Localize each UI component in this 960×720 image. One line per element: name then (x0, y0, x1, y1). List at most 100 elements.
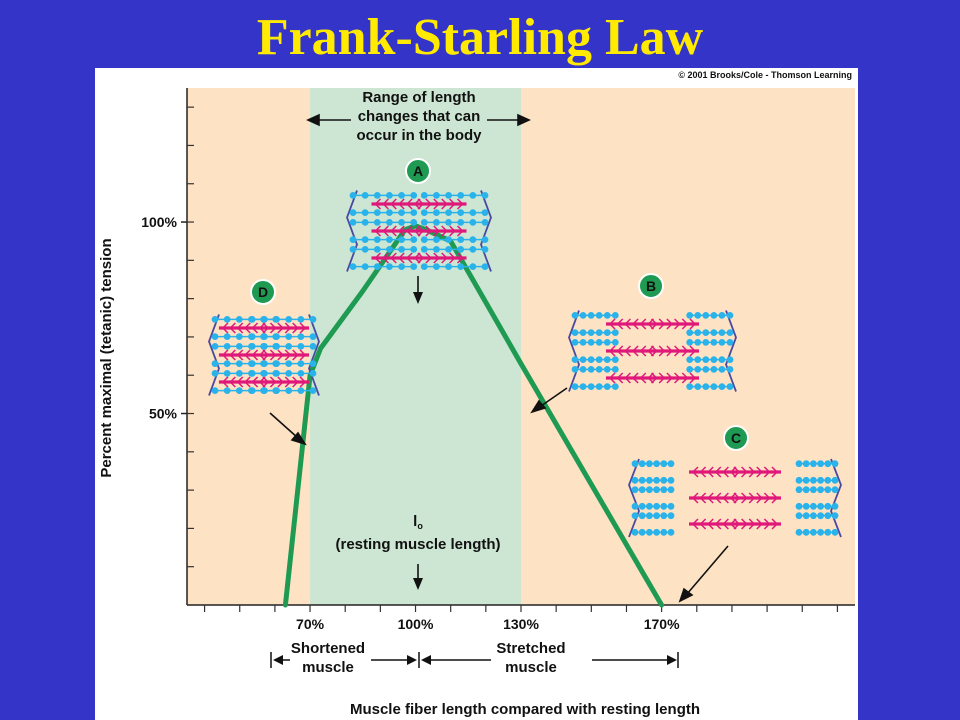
myosin-head (608, 318, 616, 330)
actin-bead (386, 245, 393, 253)
myosin-head (251, 376, 259, 388)
myosin-head (608, 345, 616, 357)
actin-bead (653, 486, 660, 494)
actin-bead (398, 218, 405, 226)
myosin-head (299, 322, 307, 334)
actin-bead (638, 460, 646, 468)
actin-bead (410, 245, 418, 253)
actin-bead (235, 369, 243, 377)
myosin-head (236, 322, 244, 334)
actin-bead (686, 311, 694, 319)
actin-bead (631, 528, 639, 536)
actin-bead (667, 528, 675, 536)
actin-bead (361, 236, 369, 244)
actin-bead (248, 387, 256, 395)
myosin-head (292, 349, 299, 361)
actin-bead (579, 356, 587, 364)
myosin-head (699, 492, 707, 504)
actin-bead (373, 209, 381, 217)
actin-bead (726, 383, 734, 391)
myosin-head (689, 345, 697, 357)
myosin-head (741, 492, 748, 504)
myosin-head (299, 376, 307, 388)
actin-bead (386, 191, 393, 199)
y-axis-label: Percent maximal (tetanic) tension (98, 238, 115, 477)
actin-bead (646, 528, 653, 536)
myosin-head (632, 318, 639, 330)
actin-bead (726, 365, 734, 373)
myosin-head (616, 345, 624, 357)
actin-bead (653, 460, 660, 468)
actin-bead (702, 329, 710, 337)
myosin-head (258, 349, 266, 361)
sarcomere-b-diagram: B (568, 273, 737, 392)
myosin-head (456, 252, 464, 264)
actin-bead (386, 263, 393, 271)
shortened-label-line-1: Shortened (291, 640, 365, 657)
actin-bead (824, 486, 832, 494)
actin-bead (445, 263, 452, 271)
myosin-head (681, 372, 689, 384)
actin-bead (373, 236, 381, 244)
actin-bead (802, 512, 810, 520)
actin-bead (410, 236, 418, 244)
actin-bead (646, 502, 653, 510)
range-label-line-2: changes that can (358, 108, 481, 125)
arrow-d-to-curve (269, 412, 299, 439)
myosin-head (251, 322, 259, 334)
x-tick-label: 130% (503, 616, 539, 632)
myosin-head (269, 322, 277, 334)
actin-bead (710, 311, 718, 319)
myosin-head (722, 518, 729, 530)
myosin-head (691, 518, 699, 530)
myosin-head (221, 349, 229, 361)
actin-bead (420, 236, 428, 244)
actin-bead (223, 360, 231, 368)
myosin-head (269, 376, 277, 388)
actin-bead (457, 209, 465, 217)
actin-bead (481, 263, 489, 271)
z-line (628, 458, 640, 538)
myosin-head (262, 376, 270, 388)
actin-bead (361, 209, 369, 217)
actin-bead (297, 360, 305, 368)
actin-bead (260, 369, 268, 377)
myosin-head (741, 466, 748, 478)
actin-bead (702, 356, 710, 364)
actin-bead (638, 476, 646, 484)
myosin-head (681, 345, 689, 357)
myosin-head (413, 198, 421, 210)
myosin-head (417, 225, 425, 237)
actin-bead (349, 209, 357, 217)
actin-bead (349, 245, 357, 253)
myosin-head (658, 318, 666, 330)
myosin-head (406, 225, 413, 237)
myosin-head (292, 376, 299, 388)
actin-bead (420, 245, 428, 253)
actin-bead (223, 315, 231, 323)
actin-bead (285, 315, 293, 323)
myosin-head (771, 492, 779, 504)
actin-bead (309, 333, 317, 341)
x-tick-label: 100% (398, 616, 434, 632)
actin-bead (603, 383, 611, 391)
myosin-head (707, 466, 714, 478)
myosin-head (674, 345, 681, 357)
myosin-head (221, 322, 229, 334)
actin-bead (285, 342, 293, 350)
x-tick-label: 170% (644, 616, 680, 632)
actin-bead (445, 218, 452, 226)
myosin-head (441, 198, 448, 210)
actin-bead (285, 369, 293, 377)
actin-bead (817, 528, 824, 536)
actin-bead (272, 315, 280, 323)
sarcomere-badge (250, 279, 276, 305)
actin-bead (824, 512, 832, 520)
myosin-head (236, 376, 244, 388)
actin-bead (433, 263, 440, 271)
myosin-head (666, 318, 673, 330)
actin-bead (595, 311, 603, 319)
myosin-head (722, 466, 729, 478)
myosin-head (639, 372, 647, 384)
actin-bead (726, 356, 734, 364)
